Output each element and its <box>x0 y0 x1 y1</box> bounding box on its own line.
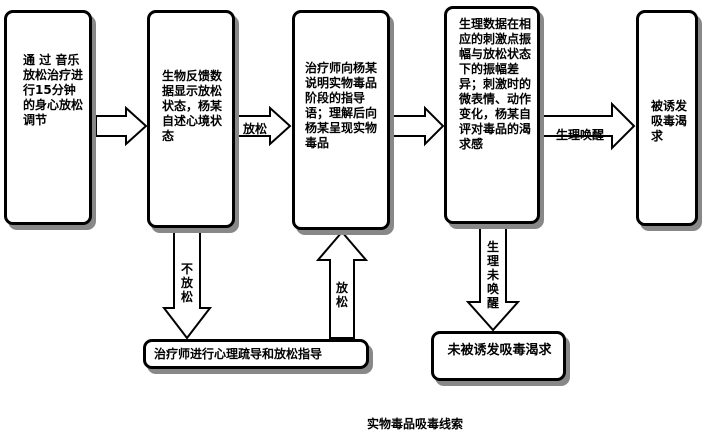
arrow-music-to-biofeedback <box>95 105 148 147</box>
box-guidance: 治疗师进行心理疏导和放松指导 <box>143 339 369 369</box>
arrow-physiological-to-not-induced <box>465 225 521 332</box>
box-biofeedback-text: 生物反馈数据显示放松状态，杨某自述心境状态 <box>162 69 223 143</box>
box-not-induced-text: 未被诱发吸毒渴求 <box>447 343 552 358</box>
box-music-relaxation-text: 通 过 音乐放松治疗进行15分钟的身心放松调节 <box>23 53 84 127</box>
label-not-relax: 不放松 <box>180 262 193 304</box>
box-therapist-instruction-text: 治疗师向杨某说明实物毒品阶段的指导语；理解后向杨某呈现实物毒品 <box>305 61 378 150</box>
box-craving-induced-text: 被诱发吸毒渴求 <box>651 99 688 143</box>
diagram-caption: 实物毒品吸毒线索 <box>367 417 464 431</box>
arrow-guidance-to-therapist <box>315 230 369 339</box>
label-relax: 放松 <box>243 122 268 136</box>
arrow-biofeedback-to-guidance <box>161 229 213 340</box>
box-guidance-text: 治疗师进行心理疏导和放松指导 <box>154 347 323 361</box>
label-relax-back: 放松 <box>335 281 348 309</box>
box-craving-induced: 被诱发吸毒渴求 <box>636 10 698 226</box>
box-physiological-data: 生理数据在相应的刺激点振幅与放松状态下的振幅差异；刺激时的微表情、动作变化，杨某… <box>444 6 540 224</box>
label-no-arousal: 生理未唤醒 <box>486 240 499 310</box>
box-physiological-data-text: 生理数据在相应的刺激点振幅与放松状态下的振幅差异；刺激时的微表情、动作变化，杨某… <box>459 17 532 151</box>
arrow-biofeedback-to-therapist <box>236 105 292 147</box>
arrow-therapist-to-physiological <box>391 105 445 147</box>
box-music-relaxation: 通 过 音乐放松治疗进行15分钟的身心放松调节 <box>4 10 92 225</box>
box-therapist-instruction: 治疗师向杨某说明实物毒品阶段的指导语；理解后向杨某呈现实物毒品 <box>292 10 390 230</box>
arrow-physiological-to-craving <box>541 101 636 151</box>
label-arousal: 生理唤醒 <box>556 128 605 142</box>
box-not-induced: 未被诱发吸毒渴求 <box>431 331 566 381</box>
box-biofeedback: 生物反馈数据显示放松状态，杨某自述心境状态 <box>147 10 235 228</box>
